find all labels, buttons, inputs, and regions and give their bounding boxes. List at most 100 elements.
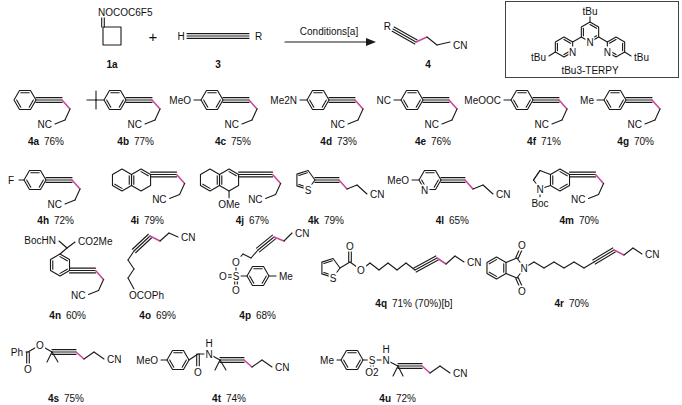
bond	[393, 366, 398, 376]
bond	[503, 264, 504, 272]
chem-label: CN	[294, 228, 310, 239]
bond	[70, 268, 96, 269]
chem-label: 75%	[230, 136, 252, 147]
bond	[329, 99, 355, 100]
bond	[314, 92, 322, 93]
bond	[223, 97, 249, 98]
chem-label: O	[231, 285, 241, 296]
compound-number: 4i	[130, 215, 140, 226]
chem-label: 70%	[568, 298, 590, 309]
chem-label: MeO	[386, 175, 410, 186]
chem-label: NC	[570, 193, 586, 204]
bond	[394, 27, 417, 40]
chem-label: CN	[180, 232, 196, 243]
bond	[180, 184, 185, 195]
chem-label: CN	[274, 362, 290, 373]
ring	[132, 169, 151, 191]
bond	[504, 99, 511, 100]
bond	[398, 363, 422, 364]
chem-label: CN	[452, 368, 468, 379]
bond	[187, 33, 249, 34]
bond	[388, 263, 397, 270]
compound-number: 4k	[307, 215, 320, 226]
bond	[534, 262, 544, 268]
bond	[262, 360, 272, 367]
bond	[624, 248, 633, 255]
chem-label: NC	[37, 119, 53, 130]
bond	[416, 260, 438, 272]
compound-number: 4q	[374, 298, 388, 309]
compound-number: 4b	[116, 136, 130, 147]
chem-label: O	[35, 340, 45, 351]
ring	[14, 90, 36, 109]
bond	[597, 99, 604, 100]
bond	[107, 100, 111, 107]
bond	[134, 236, 150, 251]
bond	[483, 185, 493, 194]
bond	[533, 102, 559, 103]
bond	[329, 97, 355, 98]
bond	[324, 261, 332, 264]
ring	[550, 169, 569, 191]
chem-label: CN	[369, 189, 385, 200]
chem-label: N	[420, 184, 429, 195]
highlight-bond	[76, 352, 84, 359]
bond	[358, 109, 363, 120]
bond	[59, 241, 67, 248]
bond	[549, 52, 555, 56]
bond	[229, 172, 236, 176]
chem-label: S	[368, 355, 377, 366]
chem-label: NC	[70, 289, 86, 300]
bond	[440, 366, 450, 373]
chem-label: 72%	[53, 215, 75, 226]
bond	[52, 352, 58, 362]
chem-label: 70%	[578, 215, 600, 226]
highlight-bond	[355, 100, 363, 109]
bond	[562, 109, 567, 120]
bond	[398, 365, 422, 366]
bond	[379, 263, 388, 270]
ring	[167, 350, 189, 369]
compound-number: 4j	[235, 215, 245, 226]
compound-number: 4t	[211, 393, 222, 404]
bond	[557, 43, 558, 51]
bond	[434, 180, 438, 187]
chem-label: N	[519, 263, 528, 274]
bond	[145, 120, 155, 124]
chem-label: Me2N	[269, 95, 298, 106]
bond	[351, 250, 352, 262]
chem-label: CN	[106, 354, 122, 365]
bond	[187, 38, 249, 39]
chem-label: NC	[534, 119, 550, 130]
bond	[442, 120, 452, 124]
bond	[52, 349, 76, 350]
bond	[75, 189, 80, 200]
bond	[426, 172, 434, 173]
chem-label: O	[218, 271, 228, 282]
bond	[220, 362, 244, 363]
chem-label: NC	[247, 193, 263, 204]
bond	[370, 263, 379, 270]
bond	[52, 261, 53, 269]
bond	[299, 173, 307, 176]
chem-label: NC	[47, 199, 63, 210]
bond	[26, 352, 27, 364]
chem-label: CN	[452, 40, 468, 51]
bond	[260, 239, 276, 252]
bond	[126, 102, 152, 103]
bond	[315, 182, 339, 183]
bond	[560, 184, 567, 188]
bond	[514, 100, 518, 107]
highlight-bond	[416, 37, 427, 42]
bond	[584, 262, 594, 268]
ring	[24, 170, 46, 189]
highlight-bond	[150, 236, 160, 241]
chem-label: 70%	[633, 136, 655, 147]
bond	[590, 24, 597, 28]
bond	[220, 360, 226, 370]
bond	[155, 109, 160, 120]
chem-label: BocHN	[23, 235, 57, 246]
compound-number: 4o	[138, 310, 152, 321]
compound-number: 4u	[378, 393, 392, 404]
ring	[104, 90, 126, 109]
